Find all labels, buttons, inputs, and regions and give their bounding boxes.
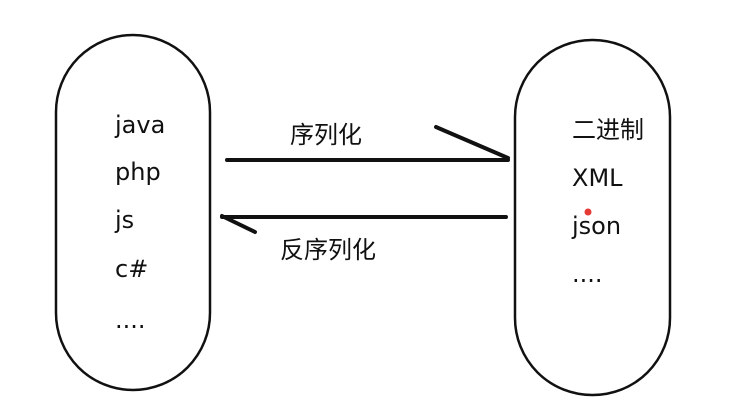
left-item-php: php <box>115 158 161 186</box>
deserialize-label: 反序列化 <box>280 236 376 264</box>
right-item-json: json <box>571 212 621 240</box>
red-dot-marker <box>584 208 592 216</box>
right-oval <box>513 38 672 397</box>
left-oval <box>54 33 212 392</box>
left-item-csharp: c# <box>115 255 148 283</box>
right-item-binary: 二进制 <box>572 116 644 144</box>
serialize-label: 序列化 <box>290 121 362 149</box>
left-item-more: .... <box>115 306 146 334</box>
deserialize-arrow-head <box>220 214 257 234</box>
right-item-xml: XML <box>572 164 623 192</box>
right-item-more: .... <box>572 260 603 288</box>
left-item-js: js <box>114 206 134 234</box>
left-item-java: java <box>114 111 165 139</box>
serialize-arrow-head <box>434 125 510 160</box>
